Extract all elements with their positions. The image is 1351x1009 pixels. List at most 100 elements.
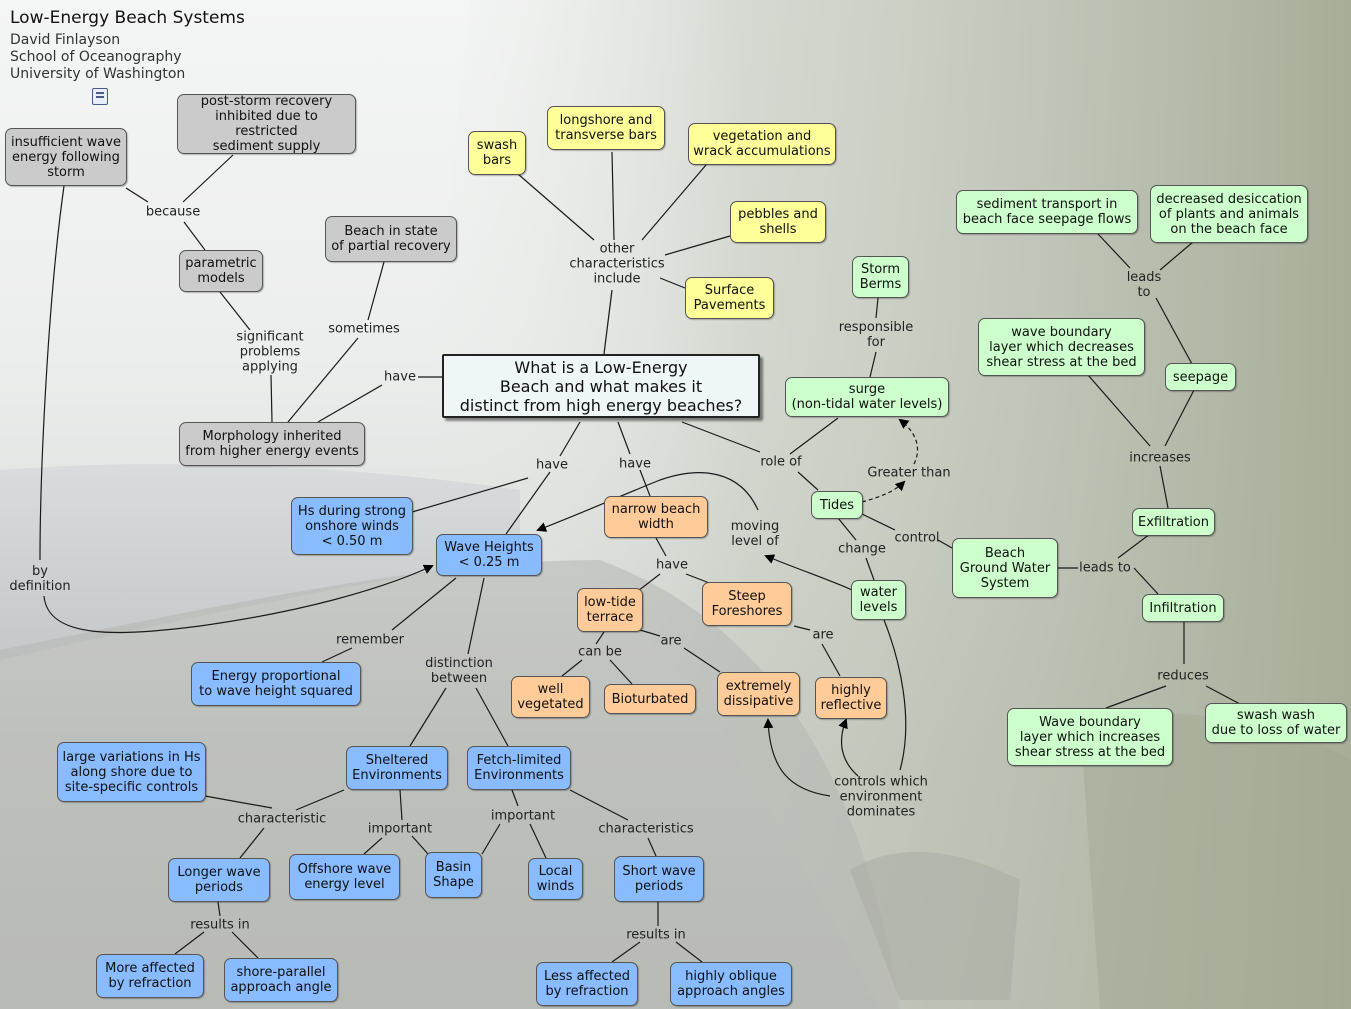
central-question[interactable]: What is a Low-Energy Beach and what make… bbox=[442, 354, 760, 418]
concept-low-tide-terrace[interactable]: low-tide terrace bbox=[577, 588, 643, 632]
link-have-wave-heights[interactable]: have bbox=[536, 457, 568, 473]
concept-water-levels[interactable]: water levels bbox=[851, 580, 906, 620]
concept-wave-boundary-increases[interactable]: Wave boundary layer which increases shea… bbox=[1007, 708, 1173, 766]
link-moving-level-of[interactable]: moving level of bbox=[730, 519, 780, 549]
concept-offshore-wave-energy[interactable]: Offshore wave energy level bbox=[289, 854, 400, 900]
concept-sediment-transport[interactable]: sediment transport in beach face seepage… bbox=[956, 190, 1138, 234]
concept-decreased-desiccation[interactable]: decreased desiccation of plants and anim… bbox=[1150, 185, 1308, 243]
document-icon[interactable] bbox=[92, 88, 108, 105]
link-results-in-longer[interactable]: results in bbox=[190, 917, 250, 933]
link-line bbox=[1105, 685, 1167, 709]
link-characteristics[interactable]: characteristics bbox=[598, 821, 694, 837]
link-greater-than[interactable]: Greater than bbox=[867, 465, 951, 481]
link-are-reflective[interactable]: are bbox=[812, 627, 834, 643]
link-line bbox=[511, 789, 519, 807]
concept-narrow-beach-width[interactable]: narrow beach width bbox=[604, 496, 708, 538]
link-have-subconcepts[interactable]: have bbox=[656, 557, 688, 573]
concept-vegetation-wrack[interactable]: vegetation and wrack accumulations bbox=[688, 123, 836, 165]
concept-basin-shape[interactable]: Basin Shape bbox=[425, 852, 482, 898]
map-header: Low-Energy Beach Systems David Finlayson… bbox=[10, 8, 245, 83]
link-leads-to-seepage[interactable]: leads to bbox=[1126, 270, 1162, 300]
link-line bbox=[861, 513, 896, 531]
concept-shore-parallel-angle[interactable]: shore-parallel approach angle bbox=[224, 958, 338, 1002]
link-role-of[interactable]: role of bbox=[760, 454, 802, 470]
link-line bbox=[789, 417, 839, 455]
link-line bbox=[411, 477, 529, 513]
link-important-sheltered[interactable]: important bbox=[367, 821, 433, 837]
link-line bbox=[869, 351, 877, 378]
concept-energy-proportional[interactable]: Energy proportional to wave height squar… bbox=[191, 662, 361, 706]
concept-more-affected-refraction[interactable]: More affected by refraction bbox=[96, 954, 204, 998]
concept-longshore-bars[interactable]: longshore and transverse bars bbox=[547, 106, 665, 150]
concept-large-variations[interactable]: large variations in Hs along shore due t… bbox=[57, 742, 206, 802]
concept-pebbles-shells[interactable]: pebbles and shells bbox=[730, 201, 826, 243]
link-responsible-for[interactable]: responsible for bbox=[838, 320, 914, 350]
concept-hs-strong-winds[interactable]: Hs during strong onshore winds < 0.50 m bbox=[291, 497, 413, 555]
concept-well-vegetated[interactable]: well vegetated bbox=[511, 676, 590, 718]
link-because[interactable]: because bbox=[145, 204, 201, 220]
link-line bbox=[367, 261, 385, 321]
link-characteristic[interactable]: characteristic bbox=[237, 811, 327, 827]
link-distinction-between[interactable]: distinction between bbox=[425, 656, 493, 686]
link-have-morphology[interactable]: have bbox=[384, 369, 416, 385]
concept-short-wave-periods[interactable]: Short wave periods bbox=[614, 856, 704, 902]
concept-wave-heights[interactable]: Wave Heights < 0.25 m bbox=[436, 534, 542, 576]
concept-swash-wash[interactable]: swash wash due to loss of water bbox=[1205, 703, 1347, 743]
link-are-dissipative[interactable]: are bbox=[660, 633, 682, 649]
link-line bbox=[475, 687, 509, 747]
concept-highly-reflective[interactable]: highly reflective bbox=[815, 677, 887, 719]
link-line bbox=[837, 517, 857, 541]
concept-partial-recovery[interactable]: Beach in state of partial recovery bbox=[325, 216, 457, 262]
author-name: David Finlayson bbox=[10, 32, 121, 48]
concept-sheltered-environments[interactable]: Sheltered Environments bbox=[346, 746, 448, 790]
concept-surface-pavements[interactable]: Surface Pavements bbox=[685, 277, 774, 319]
link-line bbox=[1133, 567, 1159, 595]
link-remember[interactable]: remember bbox=[336, 632, 404, 648]
concept-surge[interactable]: surge (non-tidal water levels) bbox=[785, 377, 949, 417]
link-sometimes[interactable]: sometimes bbox=[328, 321, 400, 337]
link-by-definition[interactable]: by definition bbox=[9, 564, 71, 594]
concept-swash-bars[interactable]: swash bars bbox=[468, 131, 526, 175]
link-line bbox=[317, 384, 383, 423]
concept-less-affected-refraction[interactable]: Less affected by refraction bbox=[536, 962, 638, 1006]
link-increases[interactable]: increases bbox=[1129, 450, 1191, 466]
concept-longer-wave-periods[interactable]: Longer wave periods bbox=[168, 858, 270, 902]
link-change[interactable]: change bbox=[838, 541, 886, 557]
link-important-fetch[interactable]: important bbox=[490, 808, 556, 824]
concept-steep-foreshores[interactable]: Steep Foreshores bbox=[702, 582, 792, 626]
link-line bbox=[270, 374, 273, 423]
concept-morphology-inherited[interactable]: Morphology inherited from higher energy … bbox=[179, 422, 365, 466]
link-line bbox=[611, 941, 641, 963]
link-line bbox=[467, 577, 485, 655]
link-have-narrow[interactable]: have bbox=[619, 456, 651, 472]
concept-extremely-dissipative[interactable]: extremely dissipative bbox=[717, 672, 800, 716]
concept-highly-oblique-angles[interactable]: highly oblique approach angles bbox=[670, 962, 792, 1006]
link-reduces[interactable]: reduces bbox=[1157, 668, 1209, 684]
concept-tides[interactable]: Tides bbox=[811, 491, 863, 519]
link-controls-environment[interactable]: controls which environment dominates bbox=[834, 774, 928, 820]
link-control[interactable]: control bbox=[894, 530, 940, 546]
link-line bbox=[1205, 685, 1241, 705]
link-line bbox=[797, 471, 819, 491]
concept-insufficient-wave-energy[interactable]: insufficient wave energy following storm bbox=[5, 128, 127, 186]
concept-beach-ground-water-system[interactable]: Beach Ground Water System bbox=[952, 538, 1058, 598]
concept-fetch-limited-environments[interactable]: Fetch-limited Environments bbox=[467, 746, 571, 790]
link-line bbox=[183, 221, 206, 251]
link-can-be[interactable]: can be bbox=[578, 644, 622, 660]
concept-wave-boundary-decreases[interactable]: wave boundary layer which decreases shea… bbox=[978, 318, 1145, 376]
concept-storm-berms[interactable]: Storm Berms bbox=[852, 256, 909, 298]
concept-bioturbated[interactable]: Bioturbated bbox=[604, 684, 696, 714]
link-leads-to-infiltration[interactable]: leads to bbox=[1079, 560, 1131, 576]
concept-parametric-models[interactable]: parametric models bbox=[179, 250, 263, 292]
link-line bbox=[1159, 241, 1194, 271]
link-significant-problems[interactable]: significant problems applying bbox=[236, 329, 304, 375]
concept-infiltration[interactable]: Infiltration bbox=[1142, 594, 1224, 622]
link-line bbox=[639, 629, 661, 637]
concept-post-storm-recovery[interactable]: post-storm recovery inhibited due to res… bbox=[177, 94, 356, 154]
concept-seepage[interactable]: seepage bbox=[1165, 363, 1236, 391]
link-line bbox=[219, 291, 251, 331]
link-other-characteristics[interactable]: other characteristics include bbox=[569, 241, 665, 287]
concept-exfiltration[interactable]: Exfiltration bbox=[1132, 508, 1215, 536]
link-results-in-short[interactable]: results in bbox=[626, 927, 686, 943]
concept-local-winds[interactable]: Local winds bbox=[528, 858, 583, 900]
